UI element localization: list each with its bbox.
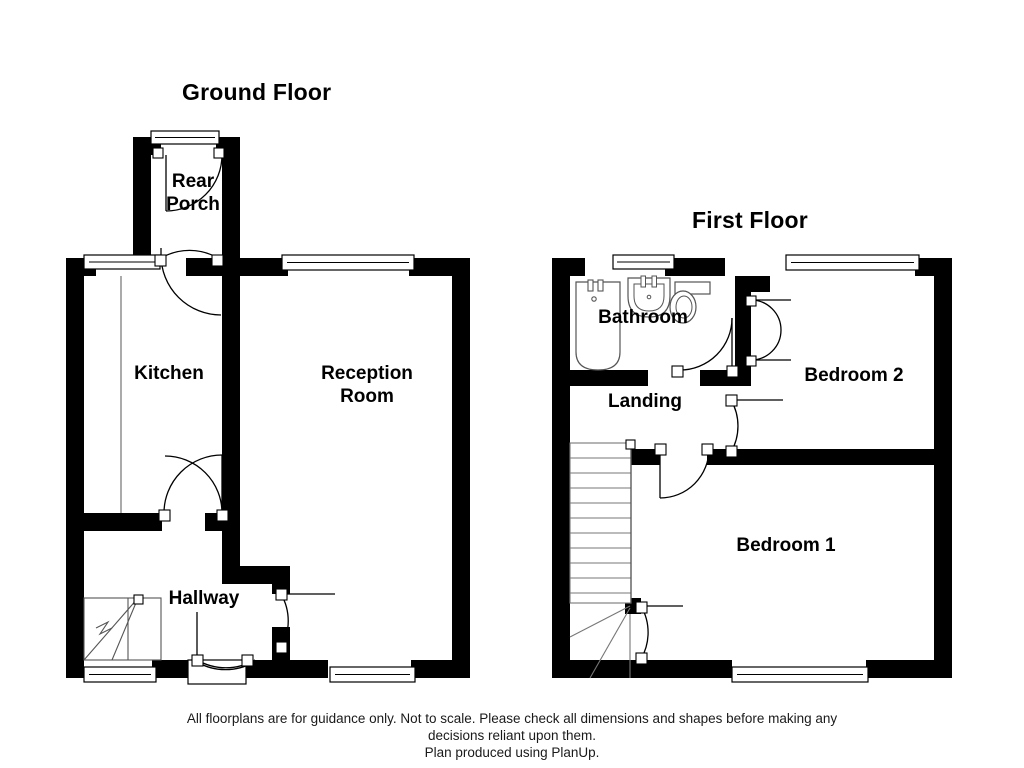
room-label-landing: Landing (608, 391, 682, 412)
window-bedroom1-bottom (731, 666, 869, 683)
room-label-kitchen: Kitchen (134, 363, 204, 384)
disclaimer-line-2: decisions reliant upon them. (427, 728, 597, 743)
first-floor-doors (635, 295, 791, 665)
disclaimer-line-3: Plan produced using PlanUp. (424, 745, 600, 760)
window-porch-top (150, 130, 220, 145)
ground-floor-title: Ground Floor (182, 79, 332, 105)
window-reception-bottom (329, 666, 416, 683)
room-label-bathroom: Bathroom (598, 307, 688, 328)
first-floor-staircase (569, 439, 636, 679)
window-kitchen-top (83, 254, 161, 270)
first-floor-title: First Floor (692, 207, 808, 233)
room-label-bedroom-2: Bedroom 2 (804, 365, 904, 386)
front-door-recess (187, 659, 247, 685)
window-reception-top (281, 254, 415, 271)
room-label-bedroom-1: Bedroom 1 (736, 535, 836, 556)
window-bedroom2-top (785, 254, 920, 271)
room-label-rear-porch: Rear Porch (166, 171, 220, 215)
room-label-reception-room: Reception Room (321, 363, 413, 407)
disclaimer-line-1: All floorplans are for guidance only. No… (186, 711, 838, 726)
room-label-hallway: Hallway (168, 588, 240, 609)
disclaimer-note: All floorplans are for guidance only. No… (112, 710, 912, 761)
window-hallway-bottom (83, 666, 157, 683)
window-bathroom-top (612, 254, 675, 270)
